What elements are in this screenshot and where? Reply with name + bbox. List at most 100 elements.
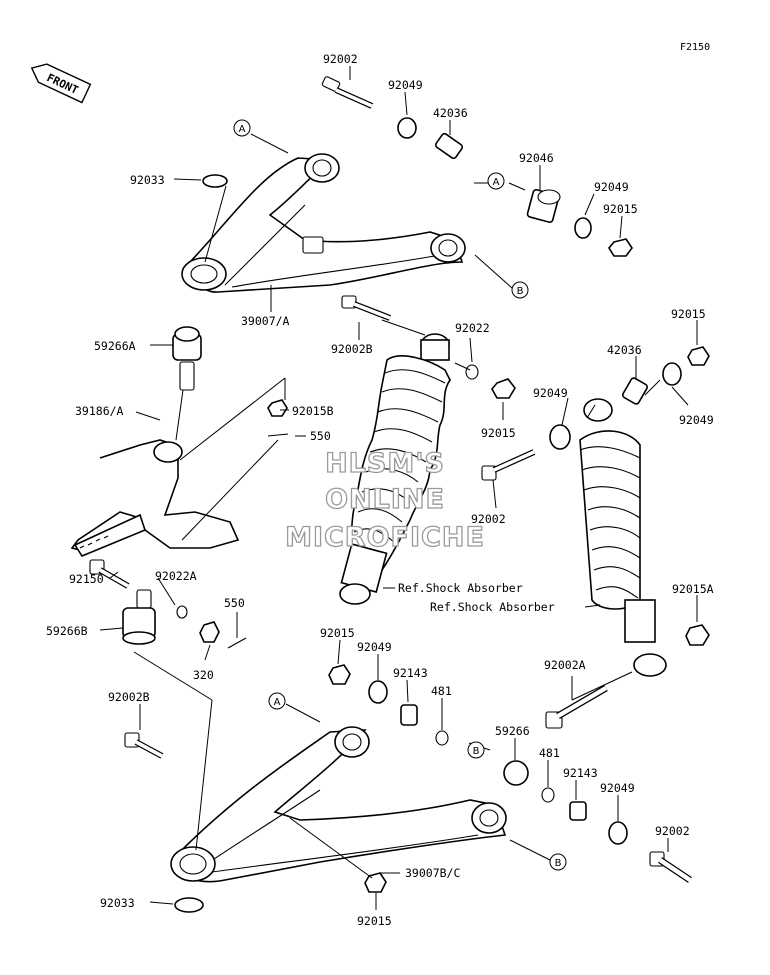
part-label: 92143 xyxy=(563,766,598,780)
part-label: 92022A xyxy=(155,569,197,583)
part-label: 481 xyxy=(431,684,452,698)
ref-label-front-shock: Ref.Shock Absorber xyxy=(398,581,523,595)
washer-92049-low2 xyxy=(608,821,628,845)
washer-92049-top xyxy=(397,117,417,139)
collar-42036-top xyxy=(434,132,464,160)
part-label: 320 xyxy=(193,668,214,682)
part-label: 42036 xyxy=(433,106,468,120)
part-label: 92049 xyxy=(533,386,568,400)
svg-text:A: A xyxy=(274,697,281,708)
washer-92049-low xyxy=(368,680,388,704)
part-label: 92015B xyxy=(292,404,334,418)
washer-92049-right2 xyxy=(662,362,682,386)
upper-a-arm xyxy=(181,153,466,293)
part-label: 92150 xyxy=(69,572,104,586)
part-label: 92015 xyxy=(481,426,516,440)
circle-marker-a2: A xyxy=(487,172,505,190)
bolt-92002b-mid xyxy=(341,295,392,321)
part-label: 92015 xyxy=(671,307,706,321)
part-label: 92002 xyxy=(323,52,358,66)
nut-92015-center xyxy=(491,378,516,399)
circlip-481-1 xyxy=(435,730,449,746)
part-label: 92015 xyxy=(603,202,638,216)
part-labels: 92002 92049 42036 92046 92049 92015 9203… xyxy=(46,52,714,928)
figure-code: F2150 xyxy=(680,42,710,53)
svg-text:A: A xyxy=(239,124,246,135)
steering-knuckle-39186a xyxy=(70,439,240,557)
collar-42036-right xyxy=(622,377,648,405)
bushing-92046 xyxy=(526,188,561,224)
svg-text:B: B xyxy=(555,858,562,869)
watermark: HLSM'S ONLINE MICROFICHE xyxy=(284,447,485,553)
washer-92022 xyxy=(465,364,479,380)
part-label: 92049 xyxy=(679,413,714,427)
svg-text:B: B xyxy=(473,746,480,757)
part-label: 92049 xyxy=(357,640,392,654)
part-label: 92046 xyxy=(519,151,554,165)
bolt-92002a xyxy=(545,684,608,729)
part-label: 92049 xyxy=(594,180,629,194)
part-label: 92143 xyxy=(393,666,428,680)
clip-ring-92033-top xyxy=(202,174,228,188)
part-label: 92049 xyxy=(600,781,635,795)
part-label: 92022 xyxy=(455,321,490,335)
part-label: 39007/A xyxy=(241,314,290,328)
part-label: 92002 xyxy=(471,512,506,526)
shock-absorber-front xyxy=(339,333,451,605)
bolt-92002-low xyxy=(649,851,692,883)
part-label: 59266B xyxy=(46,624,88,638)
cotter-pin-550-top xyxy=(267,433,289,437)
part-label: 92015A xyxy=(672,582,714,596)
castle-nut-320 xyxy=(199,621,220,643)
circle-marker-b3: B xyxy=(549,853,567,871)
bushing-59266 xyxy=(503,760,529,786)
nut-92015-bottom xyxy=(364,872,387,893)
part-label: 550 xyxy=(310,429,331,443)
part-label: 481 xyxy=(539,746,560,760)
svg-text:B: B xyxy=(517,286,524,297)
leader-lines xyxy=(99,66,698,910)
part-label: 92002B xyxy=(108,690,150,704)
part-label: 92002B xyxy=(331,342,373,356)
part-label: 59266A xyxy=(94,339,136,353)
circlip-481-2 xyxy=(541,787,555,803)
part-label: 92002 xyxy=(655,824,690,838)
nut-92015-right xyxy=(687,346,710,366)
washer-92022a xyxy=(176,605,188,619)
watermark-line-2: ONLINE xyxy=(325,484,445,515)
collar-92143-2 xyxy=(569,801,587,821)
washer-92049-right1 xyxy=(549,424,571,450)
front-arrow-icon: FRONT xyxy=(30,63,92,104)
part-label: 42036 xyxy=(607,343,642,357)
part-label: 92033 xyxy=(130,173,165,187)
bolt-92150 xyxy=(89,559,130,589)
watermark-line-1: HLSM'S xyxy=(325,448,445,479)
part-label: 92033 xyxy=(100,896,135,910)
part-label: 92015 xyxy=(357,914,392,928)
part-label: 92049 xyxy=(388,78,423,92)
svg-text:A: A xyxy=(493,177,500,188)
bolt-92002-center xyxy=(481,449,536,481)
bolt-92002-top xyxy=(321,76,374,109)
nut-92015-topright xyxy=(608,238,633,257)
nut-92015a xyxy=(685,624,710,646)
shock-absorber-rear xyxy=(579,398,667,677)
clip-ring-92033-low xyxy=(174,897,204,913)
ball-joint-59266b xyxy=(122,589,156,645)
circle-marker-a3: A xyxy=(268,692,286,710)
part-label: 39186/A xyxy=(75,404,124,418)
circle-marker-b1: B xyxy=(511,281,529,299)
collar-92143-1 xyxy=(400,704,418,726)
part-label: 59266 xyxy=(495,724,530,738)
part-label: 550 xyxy=(224,596,245,610)
watermark-line-3: MICROFICHE xyxy=(285,522,485,553)
part-label: 92015 xyxy=(320,626,355,640)
part-label: 39007B/C xyxy=(405,866,460,880)
nut-92015b xyxy=(267,399,288,417)
ref-label-rear-shock: Ref.Shock Absorber xyxy=(430,600,555,614)
lower-a-arm xyxy=(170,726,507,883)
cotter-pin-550-low xyxy=(227,637,247,649)
part-label: 92002A xyxy=(544,658,586,672)
